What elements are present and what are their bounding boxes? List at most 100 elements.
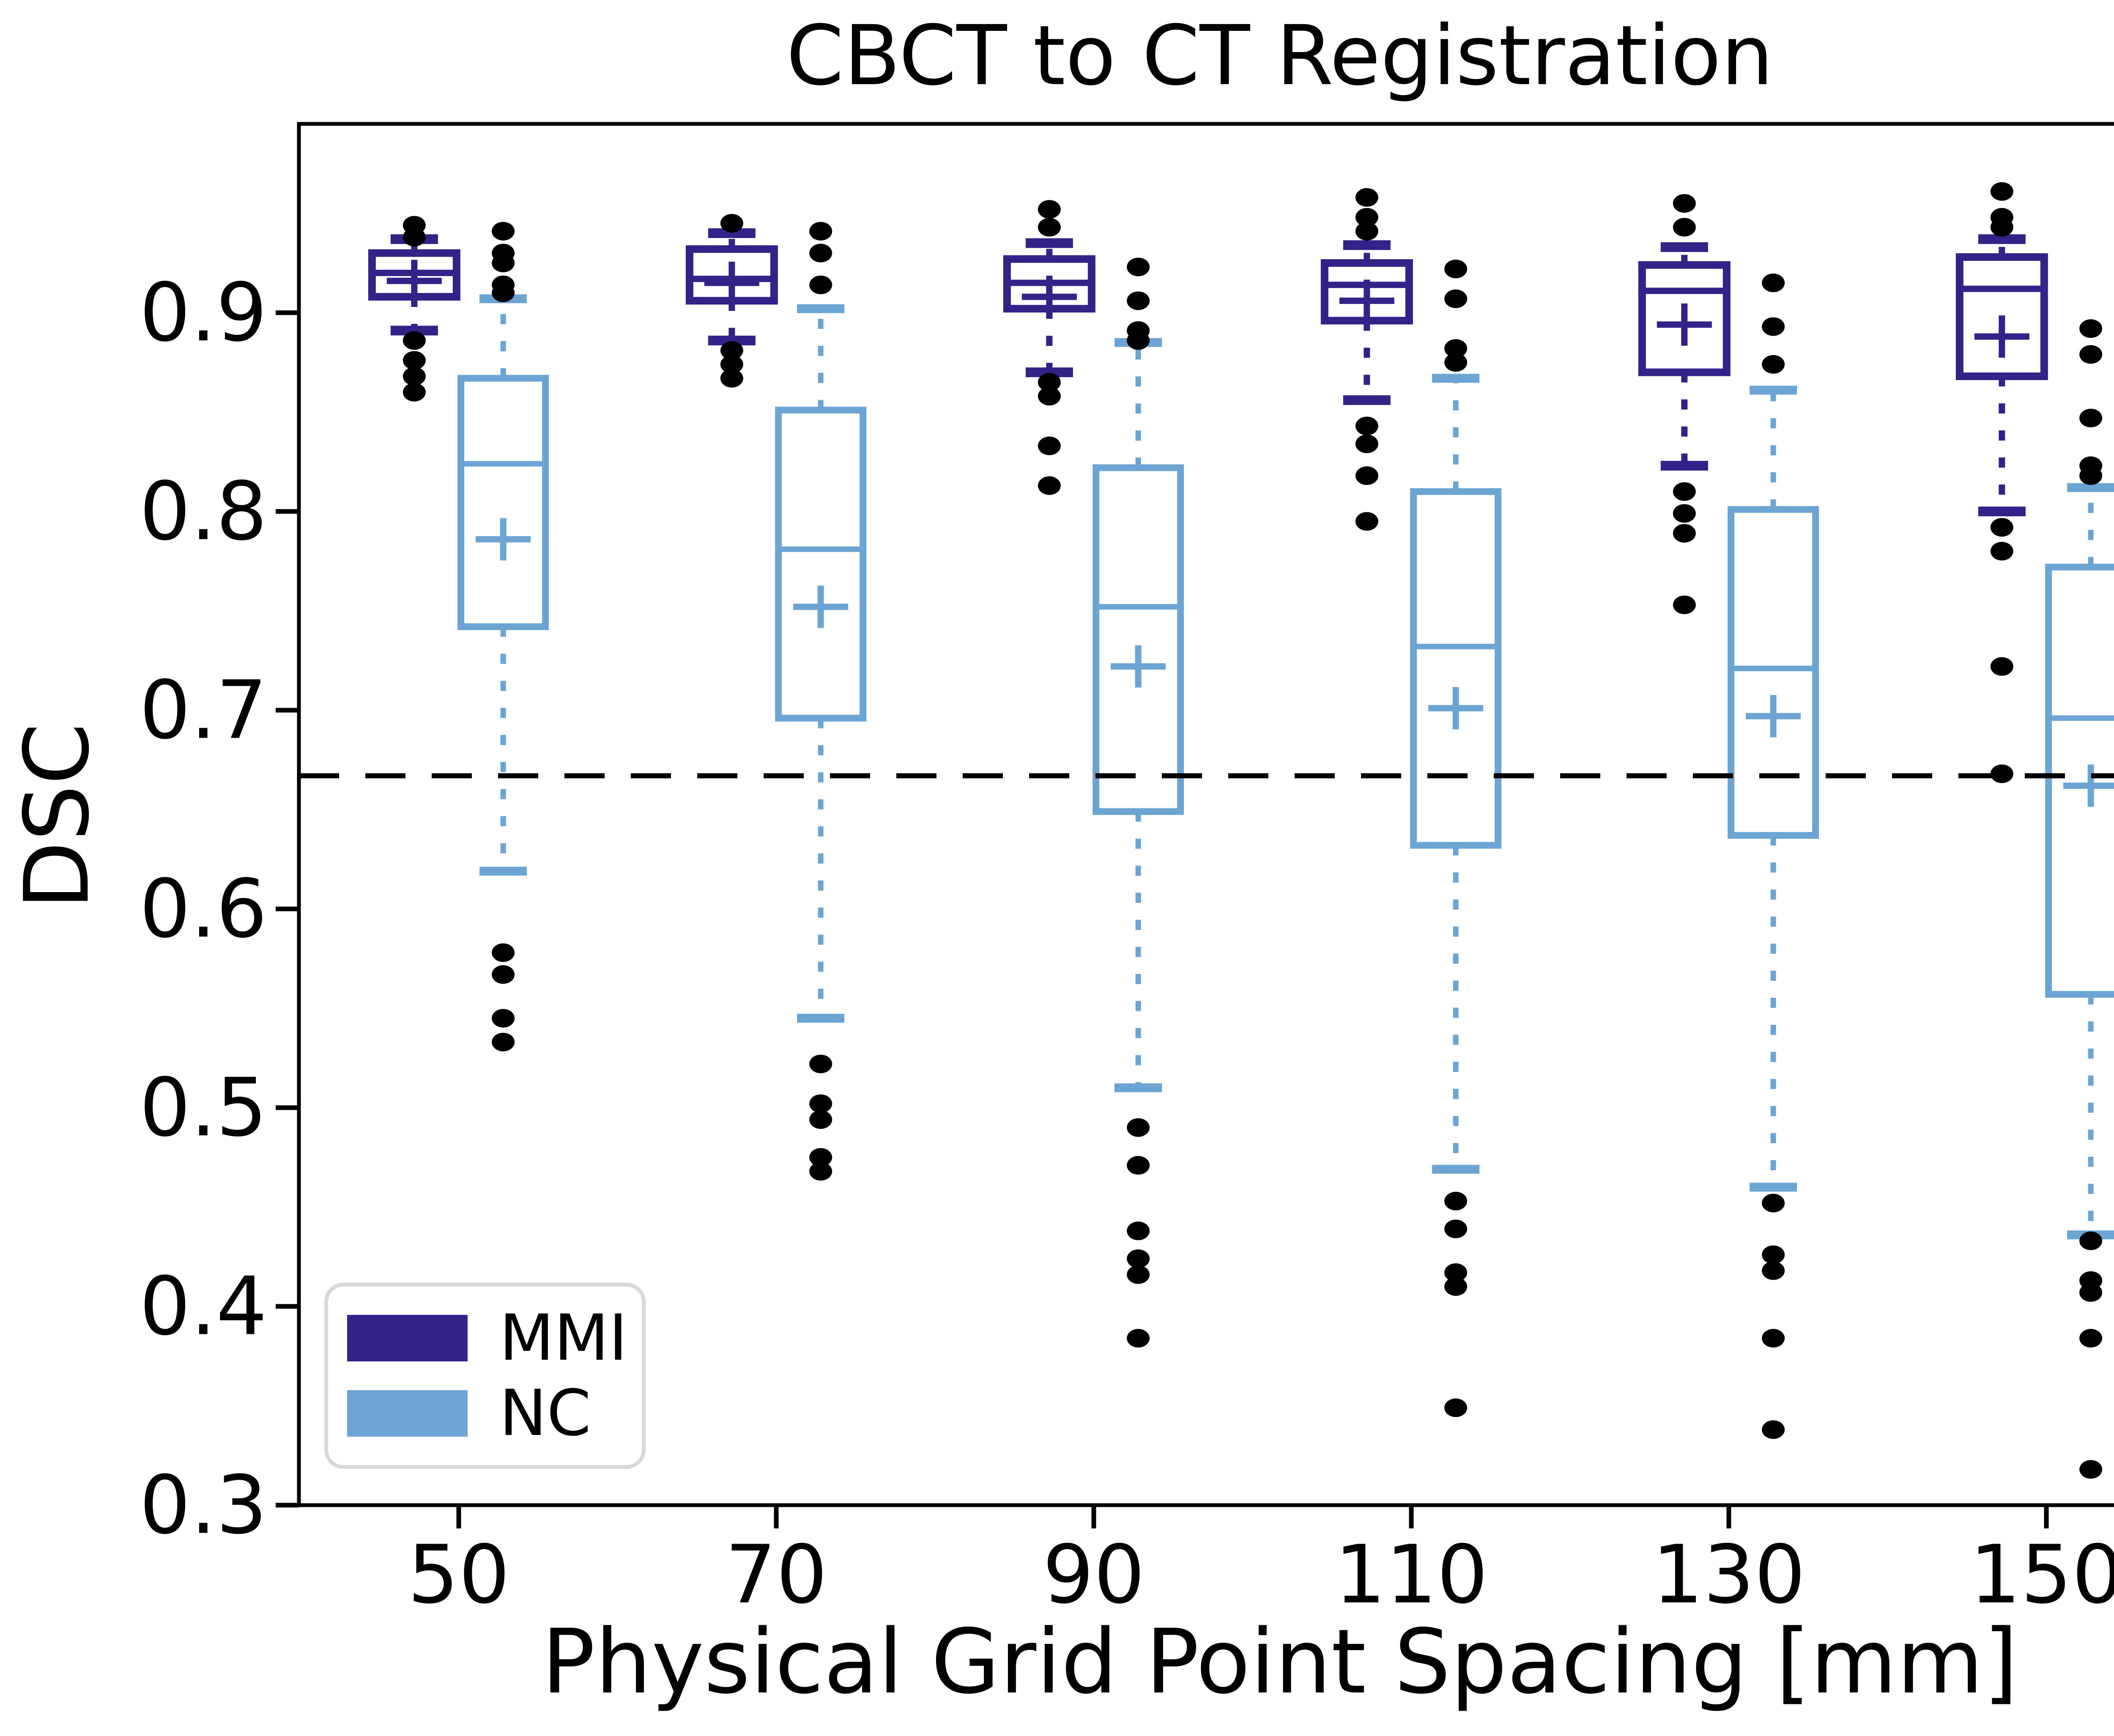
flier — [2079, 319, 2103, 338]
x-tick-label-110: 110 — [1335, 1528, 1488, 1621]
legend: MMI NC — [324, 1283, 646, 1469]
flier — [492, 254, 515, 273]
flier — [2079, 1329, 2103, 1348]
flier — [1038, 218, 1061, 237]
flier — [1444, 1398, 1468, 1417]
y-tick-label-0.8: 0.8 — [140, 465, 267, 558]
y-tick-label-0.5: 0.5 — [140, 1061, 267, 1154]
flier — [809, 1110, 832, 1129]
flier — [1444, 339, 1468, 358]
flier — [1444, 260, 1468, 279]
flier — [809, 1094, 832, 1113]
flier — [1673, 194, 1696, 213]
flier — [1038, 200, 1061, 219]
iqr-box — [1728, 506, 1819, 839]
flier — [2079, 1460, 2103, 1479]
box-NC-70 — [775, 222, 867, 1181]
box-MMI-150 — [1955, 182, 2048, 783]
flier — [809, 244, 832, 263]
flier — [1444, 1219, 1468, 1238]
x-tick-label-90: 90 — [1043, 1528, 1145, 1621]
flier — [2079, 408, 2103, 427]
box-NC-150 — [2045, 319, 2114, 1479]
flier — [1990, 518, 2013, 537]
flier — [1444, 1277, 1468, 1296]
x-tick-label-70: 70 — [725, 1528, 827, 1621]
flier — [1127, 1156, 1150, 1175]
flier — [1355, 466, 1378, 485]
flier — [403, 227, 426, 246]
flier — [1762, 274, 1785, 293]
flier — [720, 341, 743, 360]
legend-item-nc: NC — [328, 1382, 642, 1445]
flier — [1762, 317, 1785, 336]
flier — [1127, 1265, 1150, 1284]
flier — [1673, 218, 1696, 237]
flier — [1762, 1194, 1785, 1213]
flier — [1990, 182, 2013, 201]
flier — [2079, 1231, 2103, 1250]
x-tick-label-150: 150 — [1970, 1528, 2114, 1621]
flier — [1990, 657, 2013, 676]
box-NC-110 — [1410, 260, 1502, 1417]
flier — [492, 965, 515, 984]
flier — [1444, 289, 1468, 308]
flier — [1127, 291, 1150, 310]
flier — [492, 222, 515, 241]
flier — [1990, 764, 2013, 783]
iqr-box — [2045, 564, 2114, 998]
flier — [1355, 434, 1378, 453]
flier — [1990, 542, 2013, 561]
box-MMI-130 — [1638, 194, 1731, 614]
iqr-box — [457, 375, 549, 630]
flier — [1444, 1263, 1468, 1282]
flier — [809, 275, 832, 294]
y-tick-label-0.3: 0.3 — [140, 1459, 267, 1552]
box-NC-130 — [1728, 274, 1819, 1439]
iqr-box — [1638, 261, 1731, 376]
y-tick-label-0.6: 0.6 — [140, 862, 267, 956]
flier — [1355, 188, 1378, 207]
flier — [1038, 386, 1061, 405]
legend-item-mmi: MMI — [328, 1306, 642, 1370]
legend-label-nc: NC — [499, 1376, 591, 1450]
box-MMI-110 — [1320, 188, 1413, 531]
flier — [1673, 524, 1696, 543]
iqr-box — [1955, 253, 2048, 380]
chart-title: CBCT to CT Registration — [786, 8, 1774, 104]
flier — [720, 355, 743, 374]
box-MMI-50 — [368, 216, 460, 402]
flier — [1762, 1329, 1785, 1348]
flier — [1355, 208, 1378, 227]
flier — [1127, 257, 1150, 277]
flier — [1762, 1261, 1785, 1280]
flier — [1127, 1249, 1150, 1268]
flier — [720, 214, 743, 233]
flier — [492, 283, 515, 302]
flier — [809, 1162, 832, 1181]
flier — [403, 367, 426, 386]
y-tick-label-0.9: 0.9 — [140, 266, 267, 359]
axes-frame — [297, 122, 2114, 1507]
legend-swatch-mmi — [347, 1315, 468, 1362]
flier — [1673, 504, 1696, 523]
flier — [492, 943, 515, 962]
flier — [809, 222, 832, 241]
box-NC-50 — [457, 222, 549, 1051]
flier — [1762, 1245, 1785, 1264]
flier — [403, 351, 426, 370]
flier — [1762, 1420, 1785, 1439]
flier — [1127, 331, 1150, 350]
flier — [2079, 345, 2103, 364]
flier — [2079, 1283, 2103, 1302]
flier — [1444, 1191, 1468, 1210]
flier — [1038, 436, 1061, 455]
flier — [1355, 222, 1378, 241]
box-MMI-70 — [685, 214, 778, 388]
flier — [1762, 355, 1785, 374]
legend-swatch-nc — [347, 1390, 468, 1437]
iqr-box — [1410, 488, 1502, 849]
box-NC-90 — [1093, 257, 1184, 1348]
